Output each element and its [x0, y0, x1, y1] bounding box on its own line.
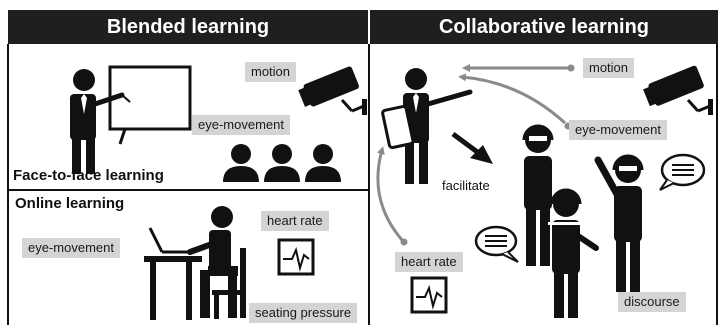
face-to-face-title: Face-to-face learning	[13, 167, 164, 184]
discourse-tag: discourse	[618, 292, 686, 312]
facilitate-arrow	[451, 131, 493, 164]
camera-icon-2	[643, 65, 713, 115]
tablet-teacher-icon	[381, 68, 473, 184]
speech-bubble-icon	[474, 225, 519, 263]
online-learning-title: Online learning	[15, 195, 125, 212]
facilitate-label: facilitate	[442, 178, 490, 193]
whiteboard-icon	[108, 65, 192, 145]
heart-monitor-icon-2	[410, 276, 448, 314]
students-icon	[223, 144, 341, 182]
collab-heart-rate-tag: heart rate	[395, 252, 463, 272]
collab-eye-movement-tag: eye-movement	[569, 120, 667, 140]
collaborative-learning-header: Collaborative learning	[370, 10, 718, 44]
panel-borders	[7, 44, 718, 325]
headset-student-icon	[522, 124, 554, 266]
headset-student-icon-2	[594, 154, 644, 292]
heart-rate-tag: heart rate	[261, 211, 329, 231]
headset-student-icon-3	[548, 188, 599, 318]
feedback-arrows	[376, 64, 575, 246]
eye-movement-tag: eye-movement	[192, 115, 290, 135]
seating-pressure-tag: seating pressure	[249, 303, 358, 323]
camera-icon	[298, 66, 367, 115]
speech-bubble-icon-2	[659, 153, 706, 191]
teacher-icon	[70, 69, 131, 174]
motion-tag: motion	[245, 62, 297, 82]
heart-monitor-icon	[277, 238, 315, 276]
laptop-learner-icon	[144, 206, 246, 320]
online-eye-movement-tag: eye-movement	[22, 238, 120, 258]
collab-motion-tag: motion	[583, 58, 635, 78]
eye-movement-arrow	[458, 73, 567, 125]
blended-learning-header: Blended learning	[8, 10, 368, 44]
heart-rate-arrow	[376, 146, 404, 241]
